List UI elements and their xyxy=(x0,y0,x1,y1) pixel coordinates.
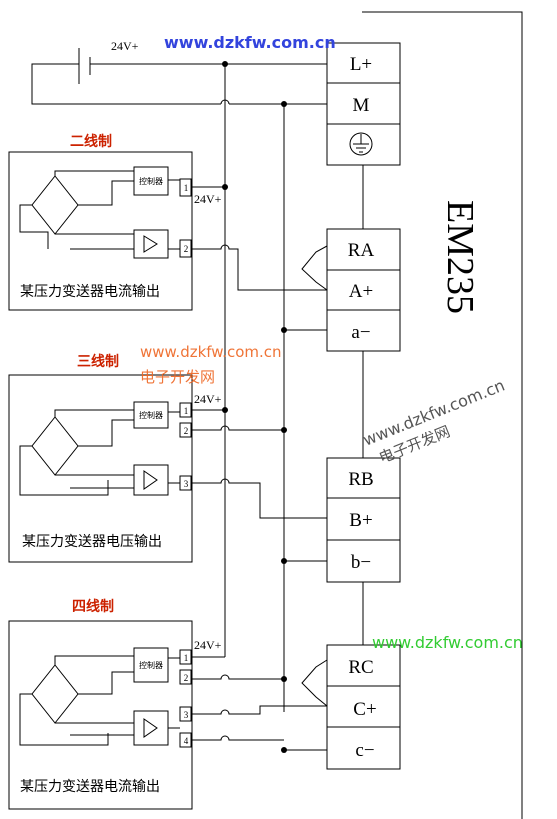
controller-label: 控制器 xyxy=(139,410,163,420)
power-label: 24V+ xyxy=(111,39,139,53)
ra-aplus-jumper xyxy=(301,245,328,291)
pin-number: 1 xyxy=(184,406,189,416)
amplifier-box-3 xyxy=(133,710,169,746)
transmitter-title-2: 三线制 xyxy=(77,353,119,370)
controller-box-2 xyxy=(133,401,169,429)
transmitter-box-3 xyxy=(8,620,193,810)
pin-number: 4 xyxy=(184,736,189,746)
sensor-bridge-icon xyxy=(31,175,79,235)
controller-label: 控制器 xyxy=(139,660,163,670)
controller-box-3 xyxy=(133,647,169,683)
terminal-label-b-plus: B+ xyxy=(349,510,372,531)
pin-number: 3 xyxy=(184,479,189,489)
rc-cplus-jumper xyxy=(301,659,328,707)
pin-number: 3 xyxy=(184,710,189,720)
pin-number: 2 xyxy=(184,426,189,436)
terminal-label-c-minus: c− xyxy=(355,740,374,761)
pin-number: 1 xyxy=(184,653,189,663)
terminal-label-ra: RA xyxy=(348,240,375,261)
ground-icon xyxy=(349,132,373,156)
terminal-label-m: M xyxy=(353,95,370,116)
supply-label-2: 24V+ xyxy=(194,392,222,406)
pin-number: 2 xyxy=(184,244,189,254)
amplifier-box-2 xyxy=(133,464,169,496)
terminal-label-a-plus: A+ xyxy=(349,281,373,302)
module-name: EM235 xyxy=(439,200,481,314)
em235-module-outline xyxy=(362,11,523,819)
transmitter-box-1 xyxy=(8,151,193,311)
watermark-green: www.dzkfw.com.cn xyxy=(372,633,523,652)
transmitter-caption-3: 某压力变送器电流输出 xyxy=(20,779,160,795)
terminal-label-rb: RB xyxy=(348,469,373,490)
pin-number: 1 xyxy=(184,183,189,193)
transmitter-title-1: 二线制 xyxy=(70,133,112,150)
transmitter-box-2 xyxy=(8,374,193,563)
supply-label-1: 24V+ xyxy=(194,192,222,206)
sensor-bridge-icon xyxy=(31,416,79,476)
pin-number: 2 xyxy=(184,673,189,683)
terminal-label-rc: RC xyxy=(348,657,373,678)
watermark-orange-cn: 电子开发网 xyxy=(140,368,215,386)
terminal-label-l-plus: L+ xyxy=(350,54,372,75)
amplifier-icon xyxy=(143,235,158,253)
transmitter-title-3: 四线制 xyxy=(72,598,114,615)
battery-icon xyxy=(78,48,91,84)
watermark-blue: www.dzkfw.com.cn xyxy=(164,33,336,52)
terminal-label-b-minus: b− xyxy=(351,552,371,573)
terminal-label-c-plus: C+ xyxy=(353,699,376,720)
pin-3-2 xyxy=(179,669,192,685)
transmitter-caption-1: 某压力变送器电流输出 xyxy=(20,284,160,300)
controller-label: 控制器 xyxy=(139,176,163,186)
watermark-orange: www.dzkfw.com.cn xyxy=(140,343,282,361)
terminal-label-a-minus: a− xyxy=(351,322,370,343)
supply-label-3: 24V+ xyxy=(194,638,222,652)
sensor-bridge-icon xyxy=(31,664,79,724)
amplifier-icon xyxy=(143,718,158,738)
amplifier-icon xyxy=(143,470,158,490)
transmitter-caption-2: 某压力变送器电压输出 xyxy=(22,534,162,550)
amplifier-box-1 xyxy=(133,229,169,259)
